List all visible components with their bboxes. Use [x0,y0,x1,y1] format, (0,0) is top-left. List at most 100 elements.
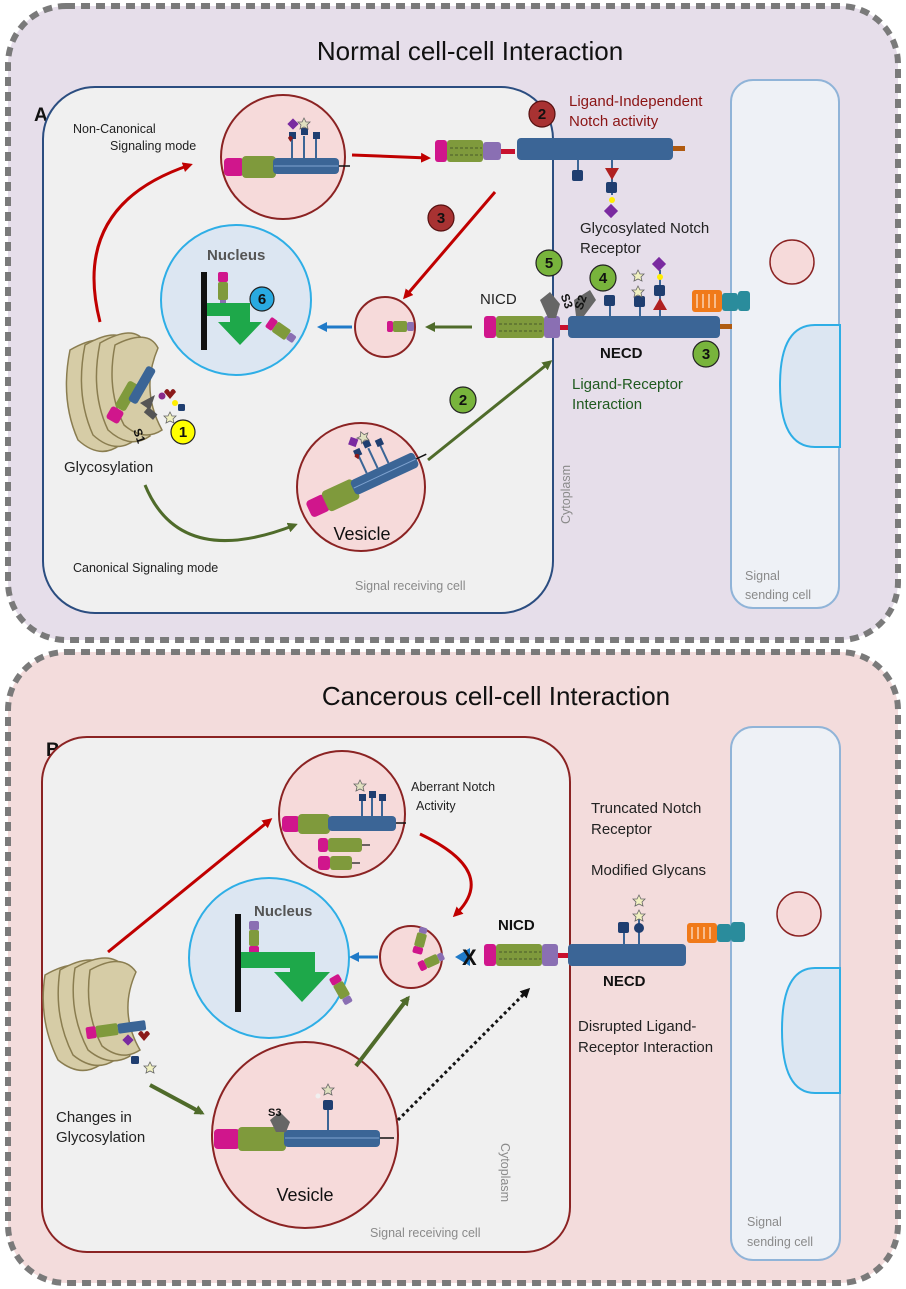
glycan-yellow [172,400,178,406]
cytoplasm-label-b: Cytoplasm [498,1143,512,1202]
sending-cell-label-a-1: Signal [745,569,780,583]
s3-label-b: S3 [268,1107,281,1119]
vesicle-aberrant [278,750,406,878]
sending-cell-label-a-2: sending cell [745,588,811,602]
truncated-notch-fragment-1 [318,838,370,852]
sending-cell-vesicle [769,239,815,285]
truncated-label-1: Truncated Notch [591,800,701,817]
step-1-badge: 1 [170,419,196,445]
svg-text:5: 5 [545,255,553,272]
truncated-label-2: Receptor [591,821,652,838]
membrane-receptor-b [484,894,686,966]
glycan-square-b [131,1056,139,1064]
s1-label: S1 [130,427,148,446]
ligand-independent-label-2: Notch activity [569,113,659,130]
aberrant-label-1: Aberrant Notch [411,780,495,794]
sending-cell-label-b-1: Signal [747,1215,782,1229]
canonical-arrow [143,484,298,543]
vesicle-label-a: Vesicle [333,524,390,544]
nicd-fragment-b [329,974,353,1005]
svg-text:2: 2 [459,392,467,409]
svg-text:1: 1 [179,424,187,441]
glycan-dot [158,392,166,400]
canonical-label: Canonical Signaling mode [73,561,218,575]
truncated-notch-fragment-2 [318,856,360,870]
golgi-notch-precursor [106,366,158,424]
vesicle-notch-bottom-a [306,431,427,517]
nucleus-a-label: Nucleus [207,247,265,264]
vesicle-non-canonical [220,94,346,220]
glycosylated-receptor-label-2: Receptor [580,240,641,257]
step-5-badge: 5 [535,249,563,277]
membrane-receptor-ligand-independent [435,138,685,219]
ligand-independent-label-1: Ligand-Independent [569,93,703,110]
nucleus-b-label: Nucleus [254,903,312,920]
endocytosis-arrow [403,191,497,300]
glycosylated-receptor-label-1: Glycosylated Notch [580,220,709,237]
nicd-label-a: NICD [480,291,517,308]
step-6-badge: 6 [249,286,275,312]
changes-glycosylation-1: Changes in [56,1109,132,1126]
step-3-badge-green: 3 [692,340,720,368]
canonical-arrow-b [149,1083,205,1115]
membrane-receptor-canonical [484,256,732,338]
panel-a: Normal cell-cell Interaction A S1 Glyc [5,3,901,643]
svg-text:2: 2 [538,106,546,123]
vesicle-notch-b [214,1083,394,1151]
transcription-arrow-b [241,952,330,1002]
ligand-receptor-label-1: Ligand-Receptor [572,376,683,393]
sending-cell-nucleus [778,324,841,448]
aberrant-arrow [107,818,273,954]
nicd-fragment-a [265,317,296,343]
s3-label-a: S3 [558,292,576,311]
sending-cell-label-b-2: sending cell [747,1235,813,1249]
glycan-star-b [143,1061,157,1074]
changes-glycosylation-2: Glycosylation [56,1129,145,1146]
panel-b-title: Cancerous cell-cell Interaction [322,681,670,711]
necd-label-b: NECD [603,973,646,990]
svg-text:3: 3 [437,210,445,227]
s3-cleavage-enzyme [540,292,560,318]
svg-text:6: 6 [258,291,266,308]
glycosylation-label: Glycosylation [64,459,153,476]
panel-b: Cancerous cell-cell Interaction B Change… [5,649,901,1286]
step-2-badge-top: 2 [528,100,556,128]
glycan-heart [164,389,176,399]
aberrant-notch-full [282,779,406,834]
blocked-x-mark: X [462,945,477,970]
svg-text:4: 4 [599,270,608,287]
glycan-square [178,404,185,411]
necd-label-a: NECD [600,345,643,362]
nicd-in-vesicle-b-2 [417,952,445,971]
golgi-notch-b [85,1020,147,1040]
disrupted-label-1: Disrupted Ligand- [578,1018,696,1035]
nicd-in-vesicle-a [387,321,414,332]
ligand-b [687,922,745,943]
disrupted-label-2: Receptor Interaction [578,1039,713,1056]
panel-a-letter: A [34,105,48,126]
glycan-heart-b [138,1031,150,1041]
aberrant-label-2: Activity [416,799,456,813]
nicd-in-nucleus-b [249,921,259,954]
nucleus-a [160,224,312,376]
vesicle-to-small-vesicle-arrow [354,995,410,1068]
glycan-star [163,411,177,424]
sending-cell-vesicle-b [776,891,822,937]
panel-a-title: Normal cell-cell Interaction [317,36,623,66]
golgi-apparatus-b [42,957,142,1072]
step-2-badge-green: 2 [449,386,477,414]
dna-bar-a [201,272,207,350]
aberrant-return-arrow [419,832,473,918]
receiving-cell-label-b: Signal receiving cell [370,1226,480,1240]
nicd-vesicle-a [354,296,416,358]
vesicle-notch-top [224,117,350,178]
transcription-arrow-a [207,303,262,345]
modified-glycans-label: Modified Glycans [591,862,706,879]
exocytosis-arrow [427,360,553,462]
glycan-purple-b [122,1034,134,1046]
golgi-apparatus [65,332,163,453]
non-canonical-arrow [92,162,193,323]
arrow-to-membrane [351,152,431,163]
disrupted-exocytosis-arrow [396,987,531,1122]
